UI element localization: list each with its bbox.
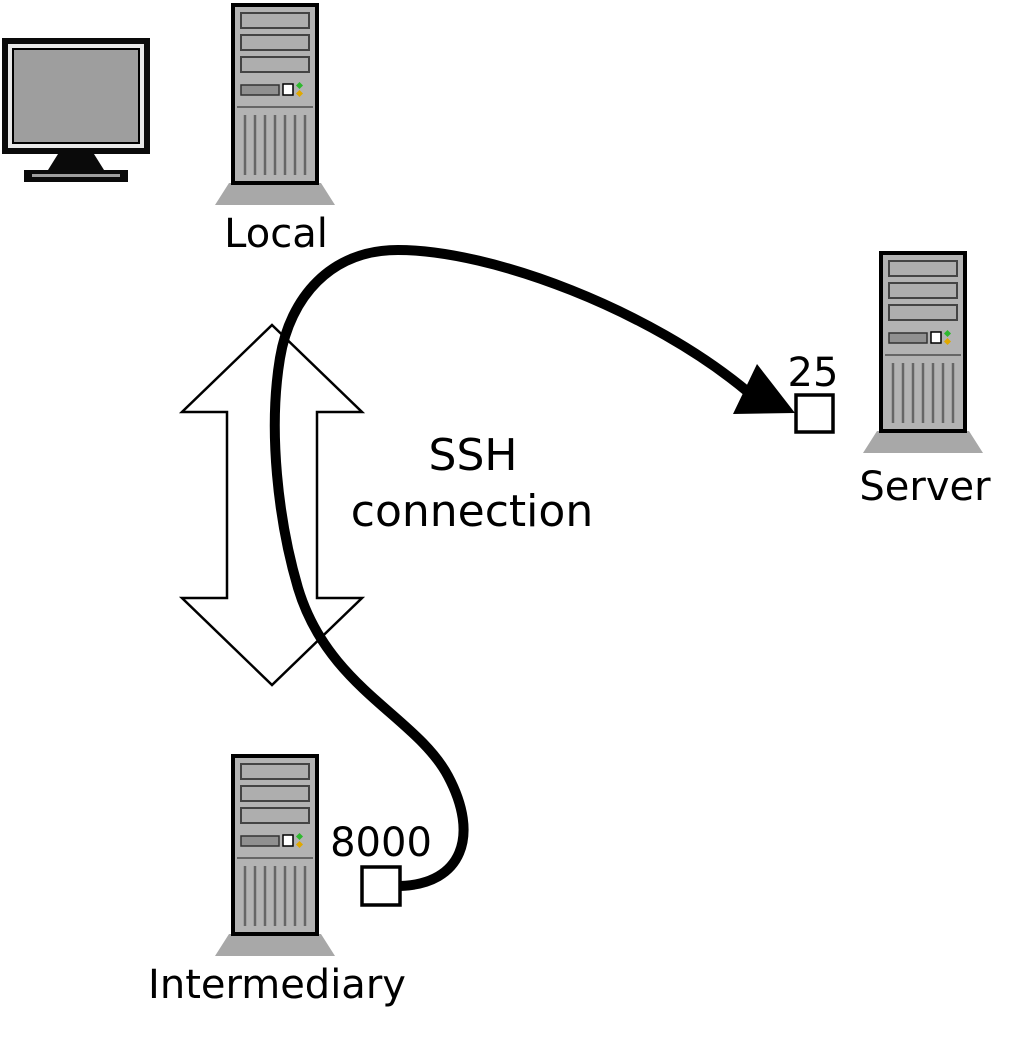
server-computer-icon [861, 251, 985, 455]
tunnel-arrowhead-icon [733, 364, 795, 414]
local-label: Local [224, 211, 328, 257]
intermediary-label: Intermediary [148, 962, 406, 1008]
ssh-connection-label-line1: SSH [429, 430, 518, 481]
server-label: Server [859, 464, 991, 510]
local-computer-icon [213, 3, 337, 207]
tunnel-curve [269, 244, 753, 891]
ssh-connection-label-line2: connection [351, 486, 593, 537]
forwarded-port-box [360, 865, 402, 907]
monitor-icon [1, 37, 151, 183]
forwarded-port-label: 8000 [330, 820, 432, 866]
server-port-box [794, 393, 835, 434]
server-port-label: 25 [788, 350, 839, 396]
intermediary-computer-icon [213, 754, 337, 958]
ssh-connection-double-arrow [178, 323, 366, 687]
